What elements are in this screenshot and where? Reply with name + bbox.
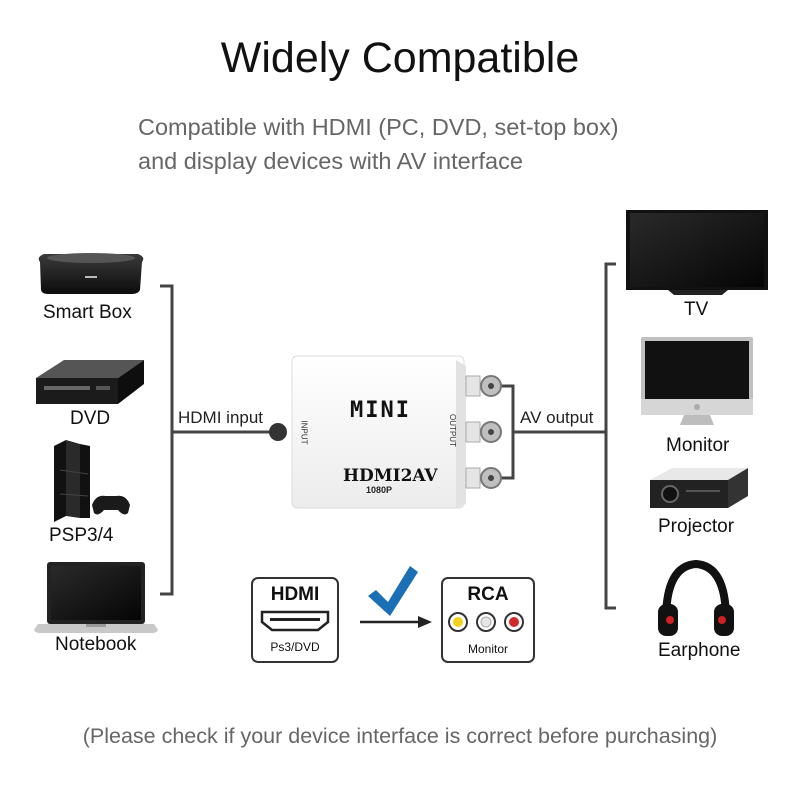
device-label-psp: PSP3/4 — [49, 525, 114, 546]
rca-box-title: RCA — [467, 584, 509, 605]
dvd-player-icon — [36, 360, 144, 404]
hdmi-port-box — [251, 577, 339, 663]
laptop-icon — [34, 562, 158, 633]
rca-port-top — [465, 375, 502, 397]
footer-note: (Please check if your device interface i… — [82, 724, 718, 748]
subtitle-line-1: Compatible with HDMI (PC, DVD, set-top b… — [138, 114, 619, 140]
rca-box-subtitle: Monitor — [467, 642, 508, 656]
headphones-icon — [658, 559, 734, 636]
device-label-earphone: Earphone — [658, 640, 741, 661]
converter-output-label: OUTPUT — [447, 414, 457, 447]
converter-model: HDMI2AV — [343, 466, 438, 486]
converter-box — [291, 355, 466, 509]
arrow-right-icon — [360, 616, 432, 628]
device-label-notebook: Notebook — [55, 634, 137, 655]
rca-port-box — [441, 577, 535, 663]
subtitle: Compatible with HDMI (PC, DVD, set-top b… — [138, 110, 619, 178]
device-label-projector: Projector — [658, 516, 735, 537]
converter-resolution: 1080P — [366, 485, 393, 495]
hdmi-box-title: HDMI — [270, 584, 320, 605]
tv-icon — [626, 210, 768, 295]
av-output-label: AV output — [520, 408, 594, 427]
projector-icon — [650, 468, 748, 508]
checkmark-icon — [368, 566, 418, 616]
input-connector-dot — [269, 423, 287, 441]
subtitle-line-2: and display devices with AV interface — [138, 148, 523, 174]
smart-box-icon — [38, 253, 144, 294]
game-console-icon — [54, 440, 130, 522]
device-label-dvd: DVD — [70, 408, 111, 429]
converter-brand: MINI — [350, 398, 411, 423]
rca-port-bottom — [465, 467, 502, 489]
device-label-smart-box: Smart Box — [43, 302, 132, 323]
input-bracket — [160, 284, 276, 596]
device-label-tv: TV — [684, 299, 709, 320]
device-label-monitor: Monitor — [666, 435, 730, 456]
hdmi-box-subtitle: Ps3/DVD — [270, 640, 320, 654]
converter-input-label: INPUT — [299, 420, 309, 445]
page-title: Widely Compatible — [220, 34, 580, 82]
output-bracket — [500, 262, 616, 610]
hdmi-input-label: HDMI input — [178, 408, 264, 427]
rca-port-middle — [465, 421, 502, 443]
monitor-icon — [641, 337, 753, 425]
